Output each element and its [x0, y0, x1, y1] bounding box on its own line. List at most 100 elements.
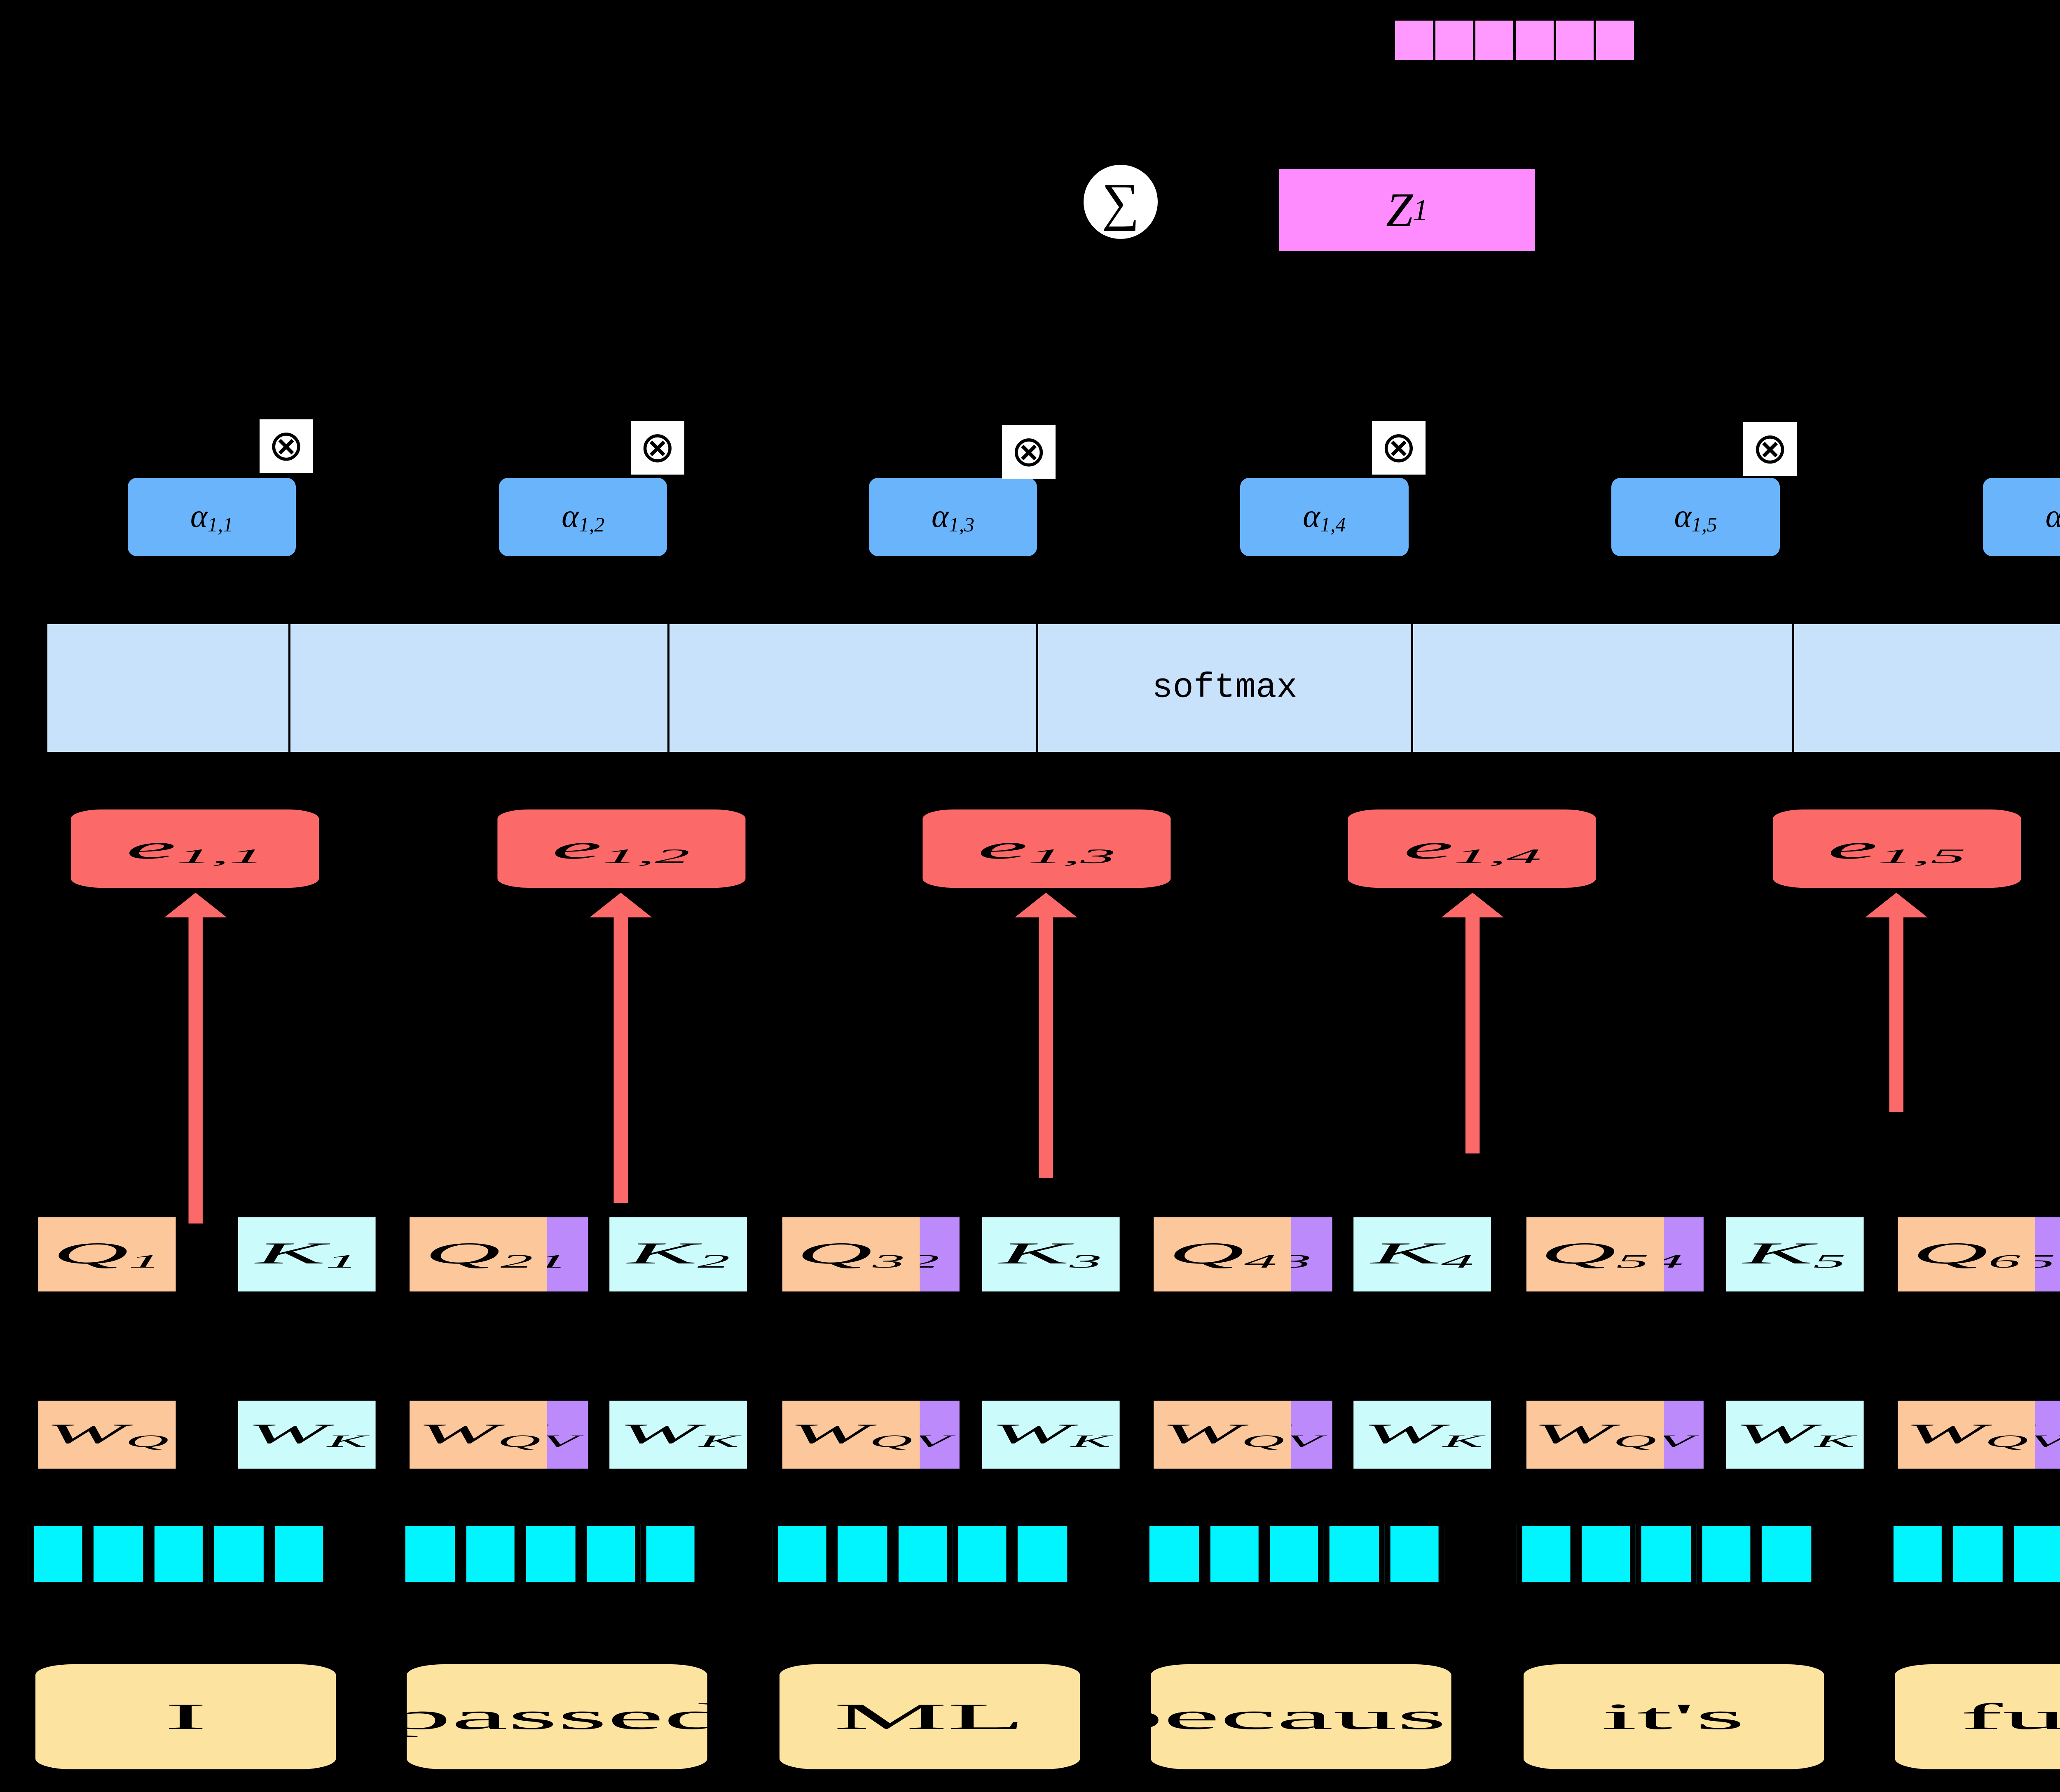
input-embedding-cell [400, 1524, 461, 1584]
output-embedding-cell [1395, 21, 1433, 60]
e-score-box-5[interactable]: e1,5 [1772, 809, 2021, 888]
alpha-box-5[interactable]: α1,5 [1611, 478, 1780, 556]
wv-matrix-box-3[interactable]: WV [1194, 1401, 1332, 1469]
k-projection-box-4[interactable]: K4 [1353, 1217, 1491, 1291]
v-projection-box-1[interactable]: V1 [450, 1217, 588, 1291]
input-embedding-cell [640, 1524, 701, 1584]
input-embedding-cell [952, 1524, 1013, 1584]
subscript: 1 [129, 1251, 162, 1272]
e-score-box-3[interactable]: e1,3 [922, 809, 1171, 888]
e-score-box-2[interactable]: e1,2 [496, 809, 745, 888]
alpha-box-1[interactable]: α1,1 [127, 478, 296, 556]
softmax-segment-6 [1794, 624, 2060, 752]
alpha-box-6[interactable]: α1,6 [1983, 478, 2060, 556]
wq-matrix-box-4[interactable]: WQ [1154, 1401, 1292, 1469]
output-embedding-cell [1435, 21, 1473, 60]
subscript: 1,2 [602, 845, 690, 868]
wq-matrix-box-5[interactable]: WQ [1526, 1401, 1664, 1469]
token-box-4[interactable]: because [1100, 1664, 1503, 1769]
subscript: Q [125, 1432, 169, 1451]
output-embedding-cell [1516, 21, 1554, 60]
arrow-head-2 [590, 893, 652, 917]
input-embedding-cell [208, 1524, 269, 1584]
v-projection-box-3[interactable]: V3 [1194, 1217, 1332, 1291]
subscript: 4 [1650, 1251, 1683, 1272]
wv-matrix-box-2[interactable]: WV [822, 1401, 960, 1469]
token-box-6[interactable]: fun [1895, 1664, 2060, 1769]
input-embedding-cell [772, 1524, 832, 1584]
q-projection-box-6[interactable]: Q6 [1898, 1217, 2035, 1291]
wk-matrix-box-2[interactable]: WK [610, 1401, 748, 1469]
v-projection-box-4[interactable]: V4 [1566, 1217, 1704, 1291]
softmax-segment-3 [670, 624, 1038, 752]
input-embedding-cell [1888, 1524, 1948, 1584]
subscript: 1,5 [1691, 513, 1717, 536]
q-projection-box-1[interactable]: Q1 [38, 1217, 176, 1291]
arrow-head-1 [164, 893, 227, 917]
softmax-segment-5 [1413, 624, 1794, 752]
subscript: Q [1241, 1432, 1285, 1451]
input-embedding-cell [460, 1524, 521, 1584]
q-projection-box-2[interactable]: Q2 [410, 1217, 548, 1291]
k-projection-box-1[interactable]: K1 [238, 1217, 376, 1291]
subscript: 4 [1244, 1251, 1277, 1272]
q-projection-box-5[interactable]: Q5 [1526, 1217, 1664, 1291]
k-projection-box-3[interactable]: K3 [982, 1217, 1119, 1291]
multiply-icon-5: ⊗ [1743, 422, 1797, 476]
input-embedding-cell [1696, 1524, 1756, 1584]
subscript: 1,4 [1454, 845, 1542, 868]
subscript: 2 [500, 1251, 533, 1272]
q-projection-box-3[interactable]: Q3 [782, 1217, 920, 1291]
q-projection-box-4[interactable]: Q4 [1154, 1217, 1292, 1291]
token-label-4: because [1099, 1696, 1503, 1737]
wk-matrix-box-1[interactable]: WK [238, 1401, 376, 1469]
alpha-box-2[interactable]: α1,2 [499, 478, 667, 556]
k-projection-box-5[interactable]: K5 [1725, 1217, 1863, 1291]
input-embedding-cell [88, 1524, 149, 1584]
input-embedding-cell [520, 1524, 581, 1584]
subscript: K [1814, 1432, 1855, 1451]
k-projection-box-2[interactable]: K2 [610, 1217, 748, 1291]
input-embedding-cell [28, 1524, 89, 1584]
subscript: 1,1 [176, 845, 265, 868]
input-embedding-cell [1204, 1524, 1264, 1584]
subscript: K [1071, 1432, 1111, 1451]
wq-matrix-box-3[interactable]: WQ [782, 1401, 920, 1469]
wk-matrix-box-5[interactable]: WK [1725, 1401, 1863, 1469]
wq-matrix-box-2[interactable]: WQ [410, 1401, 548, 1469]
alpha-box-4[interactable]: α1,4 [1240, 478, 1409, 556]
v-projection-box-2[interactable]: V2 [822, 1217, 960, 1291]
output-embedding-cell [1556, 21, 1594, 60]
input-embedding-cell [2008, 1524, 2060, 1584]
wk-matrix-box-3[interactable]: WK [982, 1401, 1119, 1469]
wv-matrix-box-5[interactable]: WV [1938, 1401, 2060, 1469]
subscript: 1,3 [948, 513, 974, 536]
input-embedding-cell [892, 1524, 953, 1584]
token-box-3[interactable]: ML [779, 1664, 1080, 1769]
subscript: 5 [1813, 1251, 1846, 1272]
v-projection-box-5[interactable]: V5 [1938, 1217, 2060, 1291]
e-score-box-4[interactable]: e1,4 [1348, 809, 1596, 888]
token-box-1[interactable]: I [35, 1664, 336, 1769]
token-label-5: it's [1601, 1696, 1745, 1737]
token-box-2[interactable]: passed [388, 1664, 728, 1769]
input-embedding-cell [148, 1524, 209, 1584]
subscript: Q [1985, 1432, 2028, 1451]
subscript: V [541, 1432, 578, 1451]
subscript: 2 [907, 1251, 940, 1272]
wv-matrix-box-4[interactable]: WV [1566, 1401, 1704, 1469]
token-box-5[interactable]: it's [1523, 1664, 1824, 1769]
wk-matrix-box-4[interactable]: WK [1353, 1401, 1491, 1469]
softmax-bar[interactable]: softmax [45, 622, 2060, 754]
z-label: Z [1386, 183, 1413, 237]
wv-matrix-box-1[interactable]: WV [450, 1401, 588, 1469]
subscript: V [1657, 1432, 1694, 1451]
wq-matrix-box-1[interactable]: WQ [38, 1401, 176, 1469]
wq-matrix-box-6[interactable]: WQ [1898, 1401, 2035, 1469]
e-score-box-1[interactable]: e1,1 [71, 809, 319, 888]
alpha-box-3[interactable]: α1,3 [868, 478, 1037, 556]
multiply-icon-1: ⊗ [259, 419, 313, 473]
